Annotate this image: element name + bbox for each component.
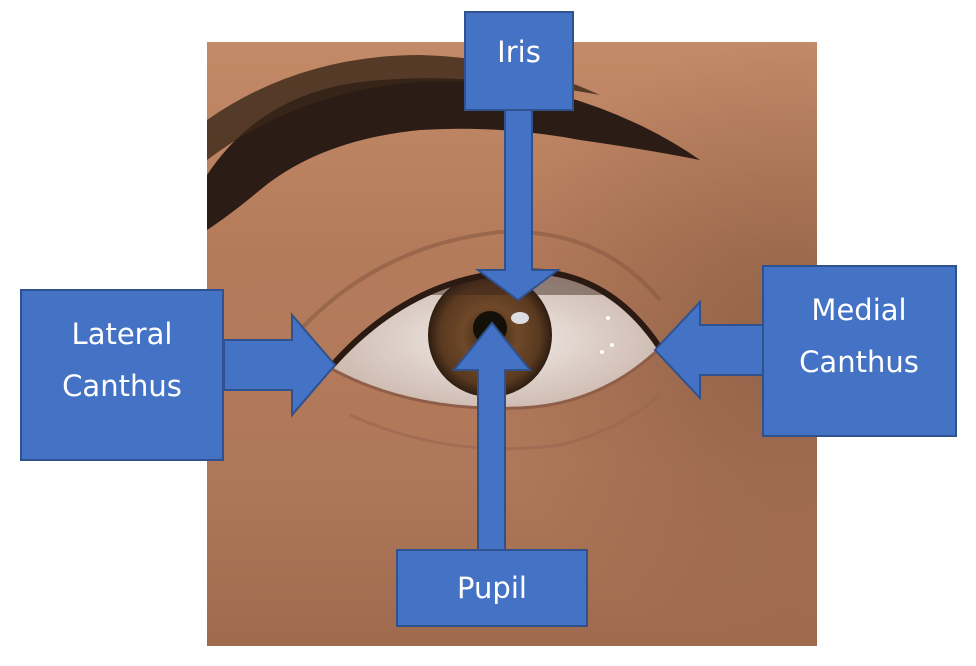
iris-label-box bbox=[464, 11, 574, 111]
lateral-canthus-callout: Lateral Canthus bbox=[20, 289, 337, 461]
lateral-canthus-label-line2: Canthus bbox=[62, 369, 182, 403]
medial-canthus-arrow bbox=[653, 299, 764, 401]
iris-label: Iris bbox=[497, 35, 541, 69]
medial-canthus-label-line1: Medial bbox=[811, 293, 906, 327]
iris-arrow bbox=[475, 109, 561, 302]
eyebrow bbox=[207, 78, 700, 230]
pupil-arrow bbox=[451, 321, 533, 551]
lateral-canthus-arrow bbox=[223, 312, 337, 418]
medial-canthus-label-line2: Canthus bbox=[799, 345, 919, 379]
iris-callout: Iris bbox=[464, 11, 574, 302]
pupil-label-box bbox=[396, 549, 588, 627]
medial-canthus-label-box bbox=[762, 265, 957, 437]
lateral-canthus-label-box bbox=[20, 289, 224, 461]
pupil-label: Pupil bbox=[457, 571, 527, 605]
pupil-callout: Pupil bbox=[396, 321, 588, 627]
lateral-canthus-label-line1: Lateral bbox=[72, 317, 173, 351]
medial-canthus-callout: Medial Canthus bbox=[653, 265, 957, 437]
